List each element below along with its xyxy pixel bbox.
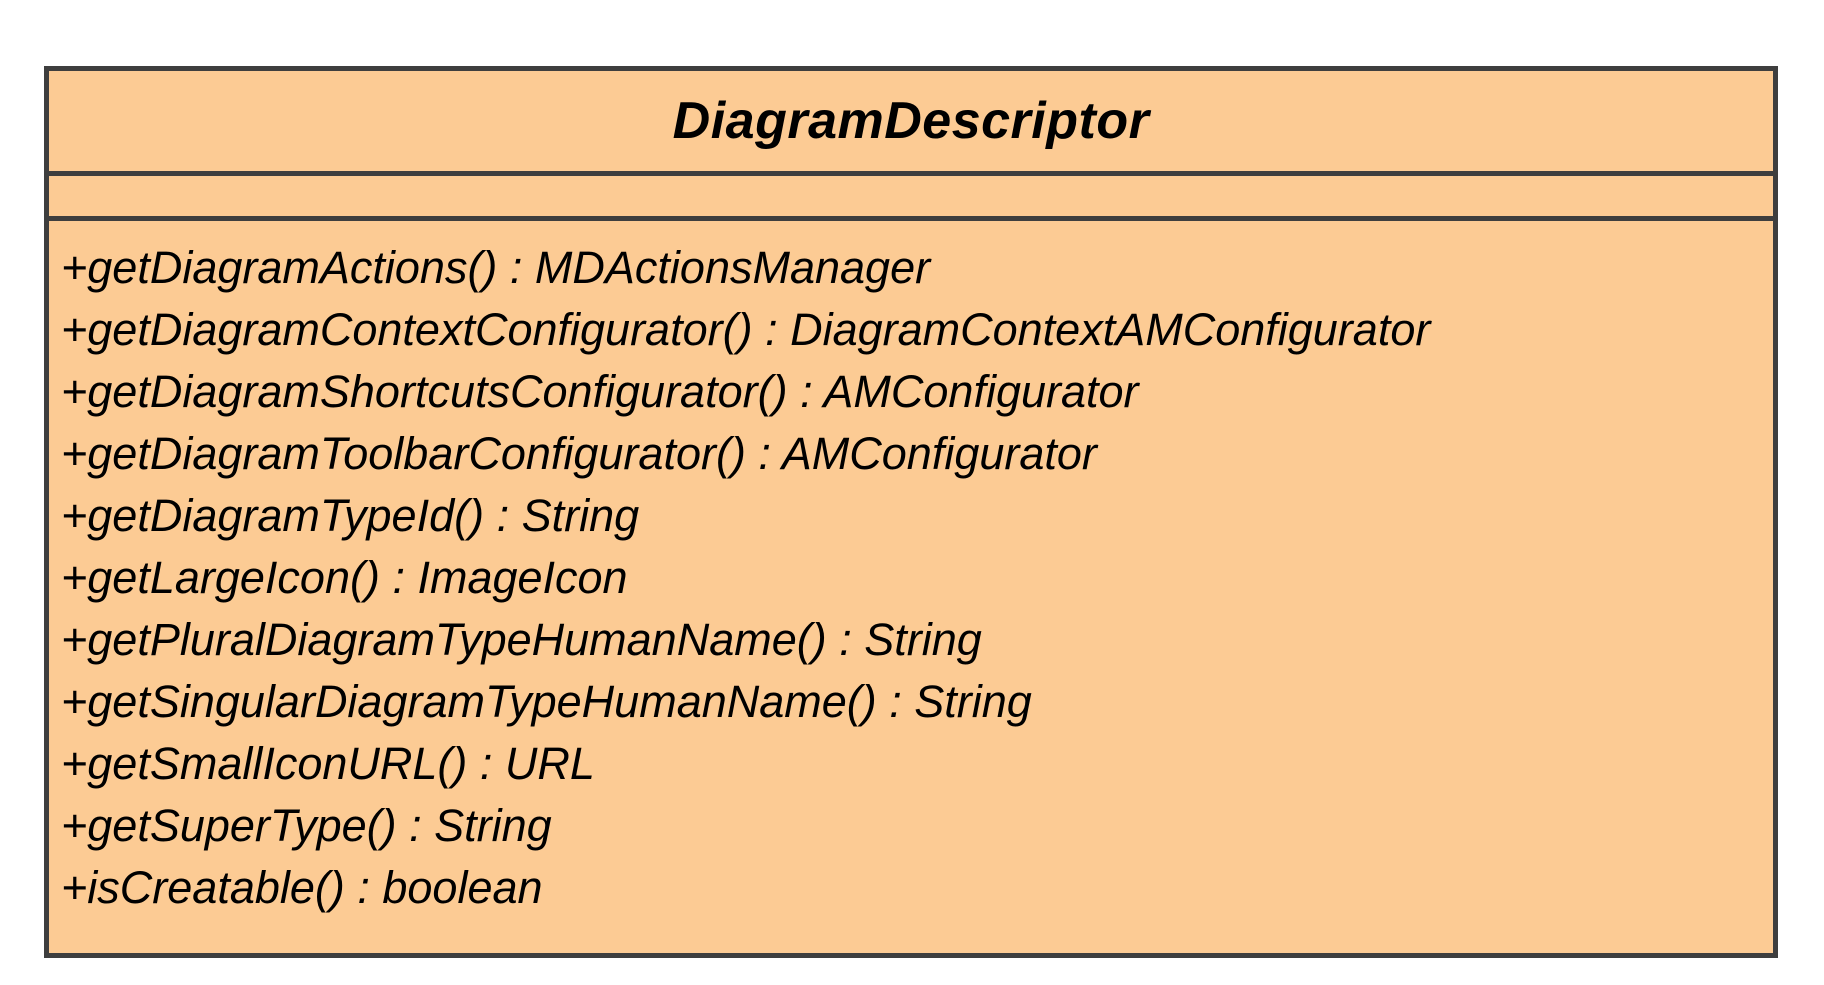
operation-item: +getSingularDiagramTypeHumanName() : Str… bbox=[61, 676, 1032, 727]
operation-item: +getLargeIcon() : ImageIcon bbox=[61, 552, 628, 603]
operation-item: +getDiagramShortcutsConfigurator() : AMC… bbox=[61, 366, 1139, 417]
operation-item: +getDiagramContextConfigurator() : Diagr… bbox=[61, 304, 1431, 355]
operation-item: +getDiagramToolbarConfigurator() : AMCon… bbox=[61, 428, 1097, 479]
operation-item: +getSuperType() : String bbox=[61, 800, 552, 851]
operations-compartment: +getDiagramActions() : MDActionsManager +… bbox=[49, 216, 1773, 953]
class-name-compartment: DiagramDescriptor bbox=[49, 71, 1773, 171]
uml-class-box-diagramdescriptor[interactable]: DiagramDescriptor +getDiagramActions() :… bbox=[44, 66, 1778, 958]
class-name: DiagramDescriptor bbox=[672, 92, 1150, 150]
operation-item: +isCreatable() : boolean bbox=[61, 862, 543, 913]
operation-item: +getDiagramActions() : MDActionsManager bbox=[61, 242, 931, 293]
operation-item: +getDiagramTypeId() : String bbox=[61, 490, 640, 541]
operation-item: +getPluralDiagramTypeHumanName() : Strin… bbox=[61, 614, 982, 665]
operation-item: +getSmallIconURL() : URL bbox=[61, 738, 595, 789]
attributes-compartment bbox=[49, 171, 1773, 216]
